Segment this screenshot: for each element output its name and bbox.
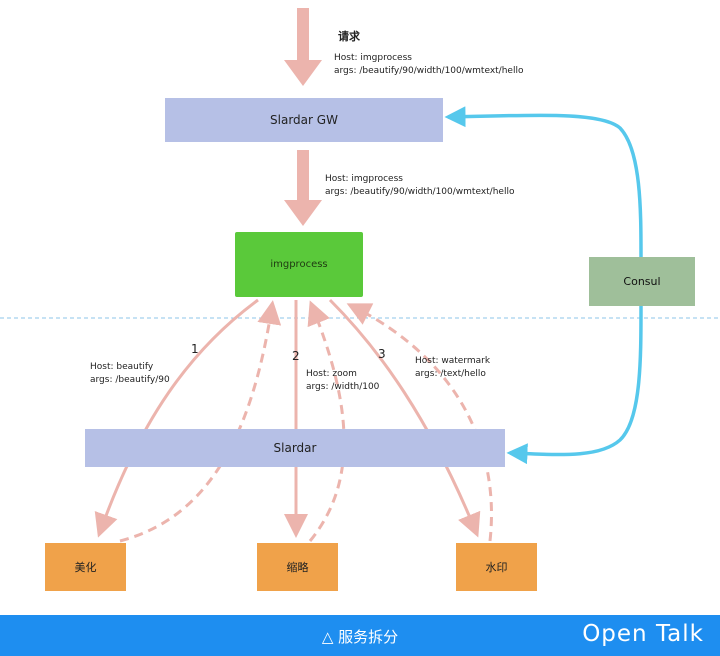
service-watermark-node: 水印 — [456, 543, 537, 591]
slardar-node: Slardar — [85, 429, 505, 467]
route-3-arrow — [328, 298, 481, 538]
route-1-return-arrow — [119, 300, 282, 543]
route-1-arrow — [94, 298, 259, 538]
gw-args-label: args: /beautify/90/width/100/wmtext/hell… — [325, 187, 515, 197]
route-3-return-arrow — [346, 303, 493, 542]
gw-host-label: Host: imgprocess — [325, 174, 403, 184]
route-2-args-label: args: /width/100 — [306, 382, 380, 392]
request-label: 请求 — [338, 30, 360, 43]
route-2-host-label: Host: zoom — [306, 369, 357, 379]
consul-to-gw-line — [444, 106, 643, 258]
route-1-host-label: Host: beautify — [90, 362, 154, 372]
route-3-args-label: args: /text/hello — [415, 369, 486, 379]
consul-to-slardar-line — [506, 305, 643, 465]
route-3-number: 3 — [378, 347, 386, 361]
request-host-label: Host: imgprocess — [334, 53, 412, 63]
route-3-host-label: Host: watermark — [415, 356, 491, 366]
route-1-number: 1 — [191, 342, 199, 356]
slardar-gw-node: Slardar GW — [165, 98, 443, 142]
gw-to-imgprocess-arrow — [284, 150, 322, 226]
service-thumbnail-node: 缩略 — [257, 543, 338, 591]
footer-bar: △ 服务拆分 Open Talk — [0, 615, 720, 656]
route-1-args-label: args: /beautify/90 — [90, 375, 170, 385]
footer-caption: △ 服务拆分 — [321, 628, 399, 646]
imgprocess-node: imgprocess — [235, 232, 363, 297]
request-arrow — [284, 8, 322, 86]
consul-node: Consul — [589, 257, 695, 306]
request-args-label: args: /beautify/90/width/100/wmtext/hell… — [334, 66, 524, 76]
route-2-return-arrow — [307, 300, 346, 542]
service-beautify-node: 美化 — [45, 543, 126, 591]
route-2-number: 2 — [292, 349, 300, 363]
brand-logo: Open Talk — [582, 621, 704, 647]
